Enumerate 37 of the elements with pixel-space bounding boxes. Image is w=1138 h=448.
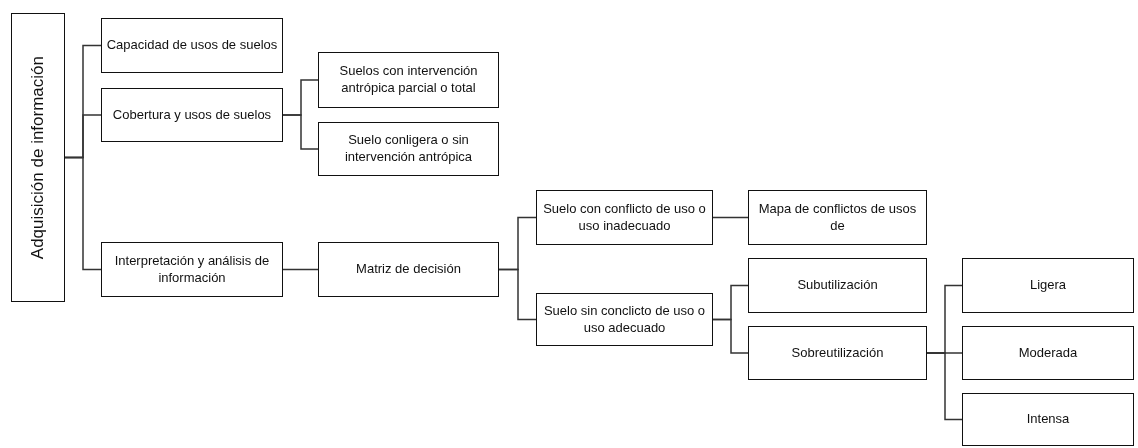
connector-line: [498, 268, 537, 321]
connector-line: [926, 352, 963, 421]
node-label: Suelo sin conclicto de uso o uso adecuado: [542, 302, 707, 337]
process-box: [962, 326, 1134, 380]
connector-line: [64, 156, 102, 271]
process-box: [536, 293, 713, 346]
node-label: Intensa: [1026, 411, 1070, 428]
node-label: Suelos con intervención antrópica parcial o total: [338, 63, 479, 97]
process-box: [748, 258, 927, 313]
process-box: [318, 242, 499, 297]
process-box: [101, 18, 283, 73]
node-label: Moderada: [1018, 344, 1078, 362]
node-label: Adquisición de información: [26, 55, 48, 260]
connector-line: [282, 114, 319, 150]
connector-line: [712, 216, 749, 219]
node-label: Ligera: [1029, 277, 1067, 294]
process-box: [962, 258, 1134, 313]
node-label: Mapa de conflictos de usos de: [757, 200, 918, 235]
node-label: Suelo conligera o sin intervención antrópica: [343, 132, 474, 166]
node-label: Suelo con conflicto de uso o uso inadecuado: [542, 200, 707, 235]
process-box: [748, 326, 927, 380]
node-label: Matriz de decisión: [356, 261, 461, 278]
process-box: [748, 190, 927, 245]
process-box: [318, 122, 499, 176]
node-label: Sobreutilización: [791, 344, 884, 362]
connector-line: [712, 318, 749, 354]
connector-line: [282, 268, 319, 271]
node-label: Capacidad de usos de suelos: [106, 37, 278, 54]
process-box: [536, 190, 713, 245]
process-box: [101, 242, 283, 297]
process-box: [318, 52, 499, 108]
process-box: [962, 393, 1134, 446]
process-box: [101, 88, 283, 142]
node-label: Interpretación y análisis de información: [113, 252, 271, 287]
node-label: Subutilización: [797, 277, 878, 294]
node-label: Cobertura y usos de suelos: [112, 106, 272, 124]
process-box: [11, 13, 65, 302]
